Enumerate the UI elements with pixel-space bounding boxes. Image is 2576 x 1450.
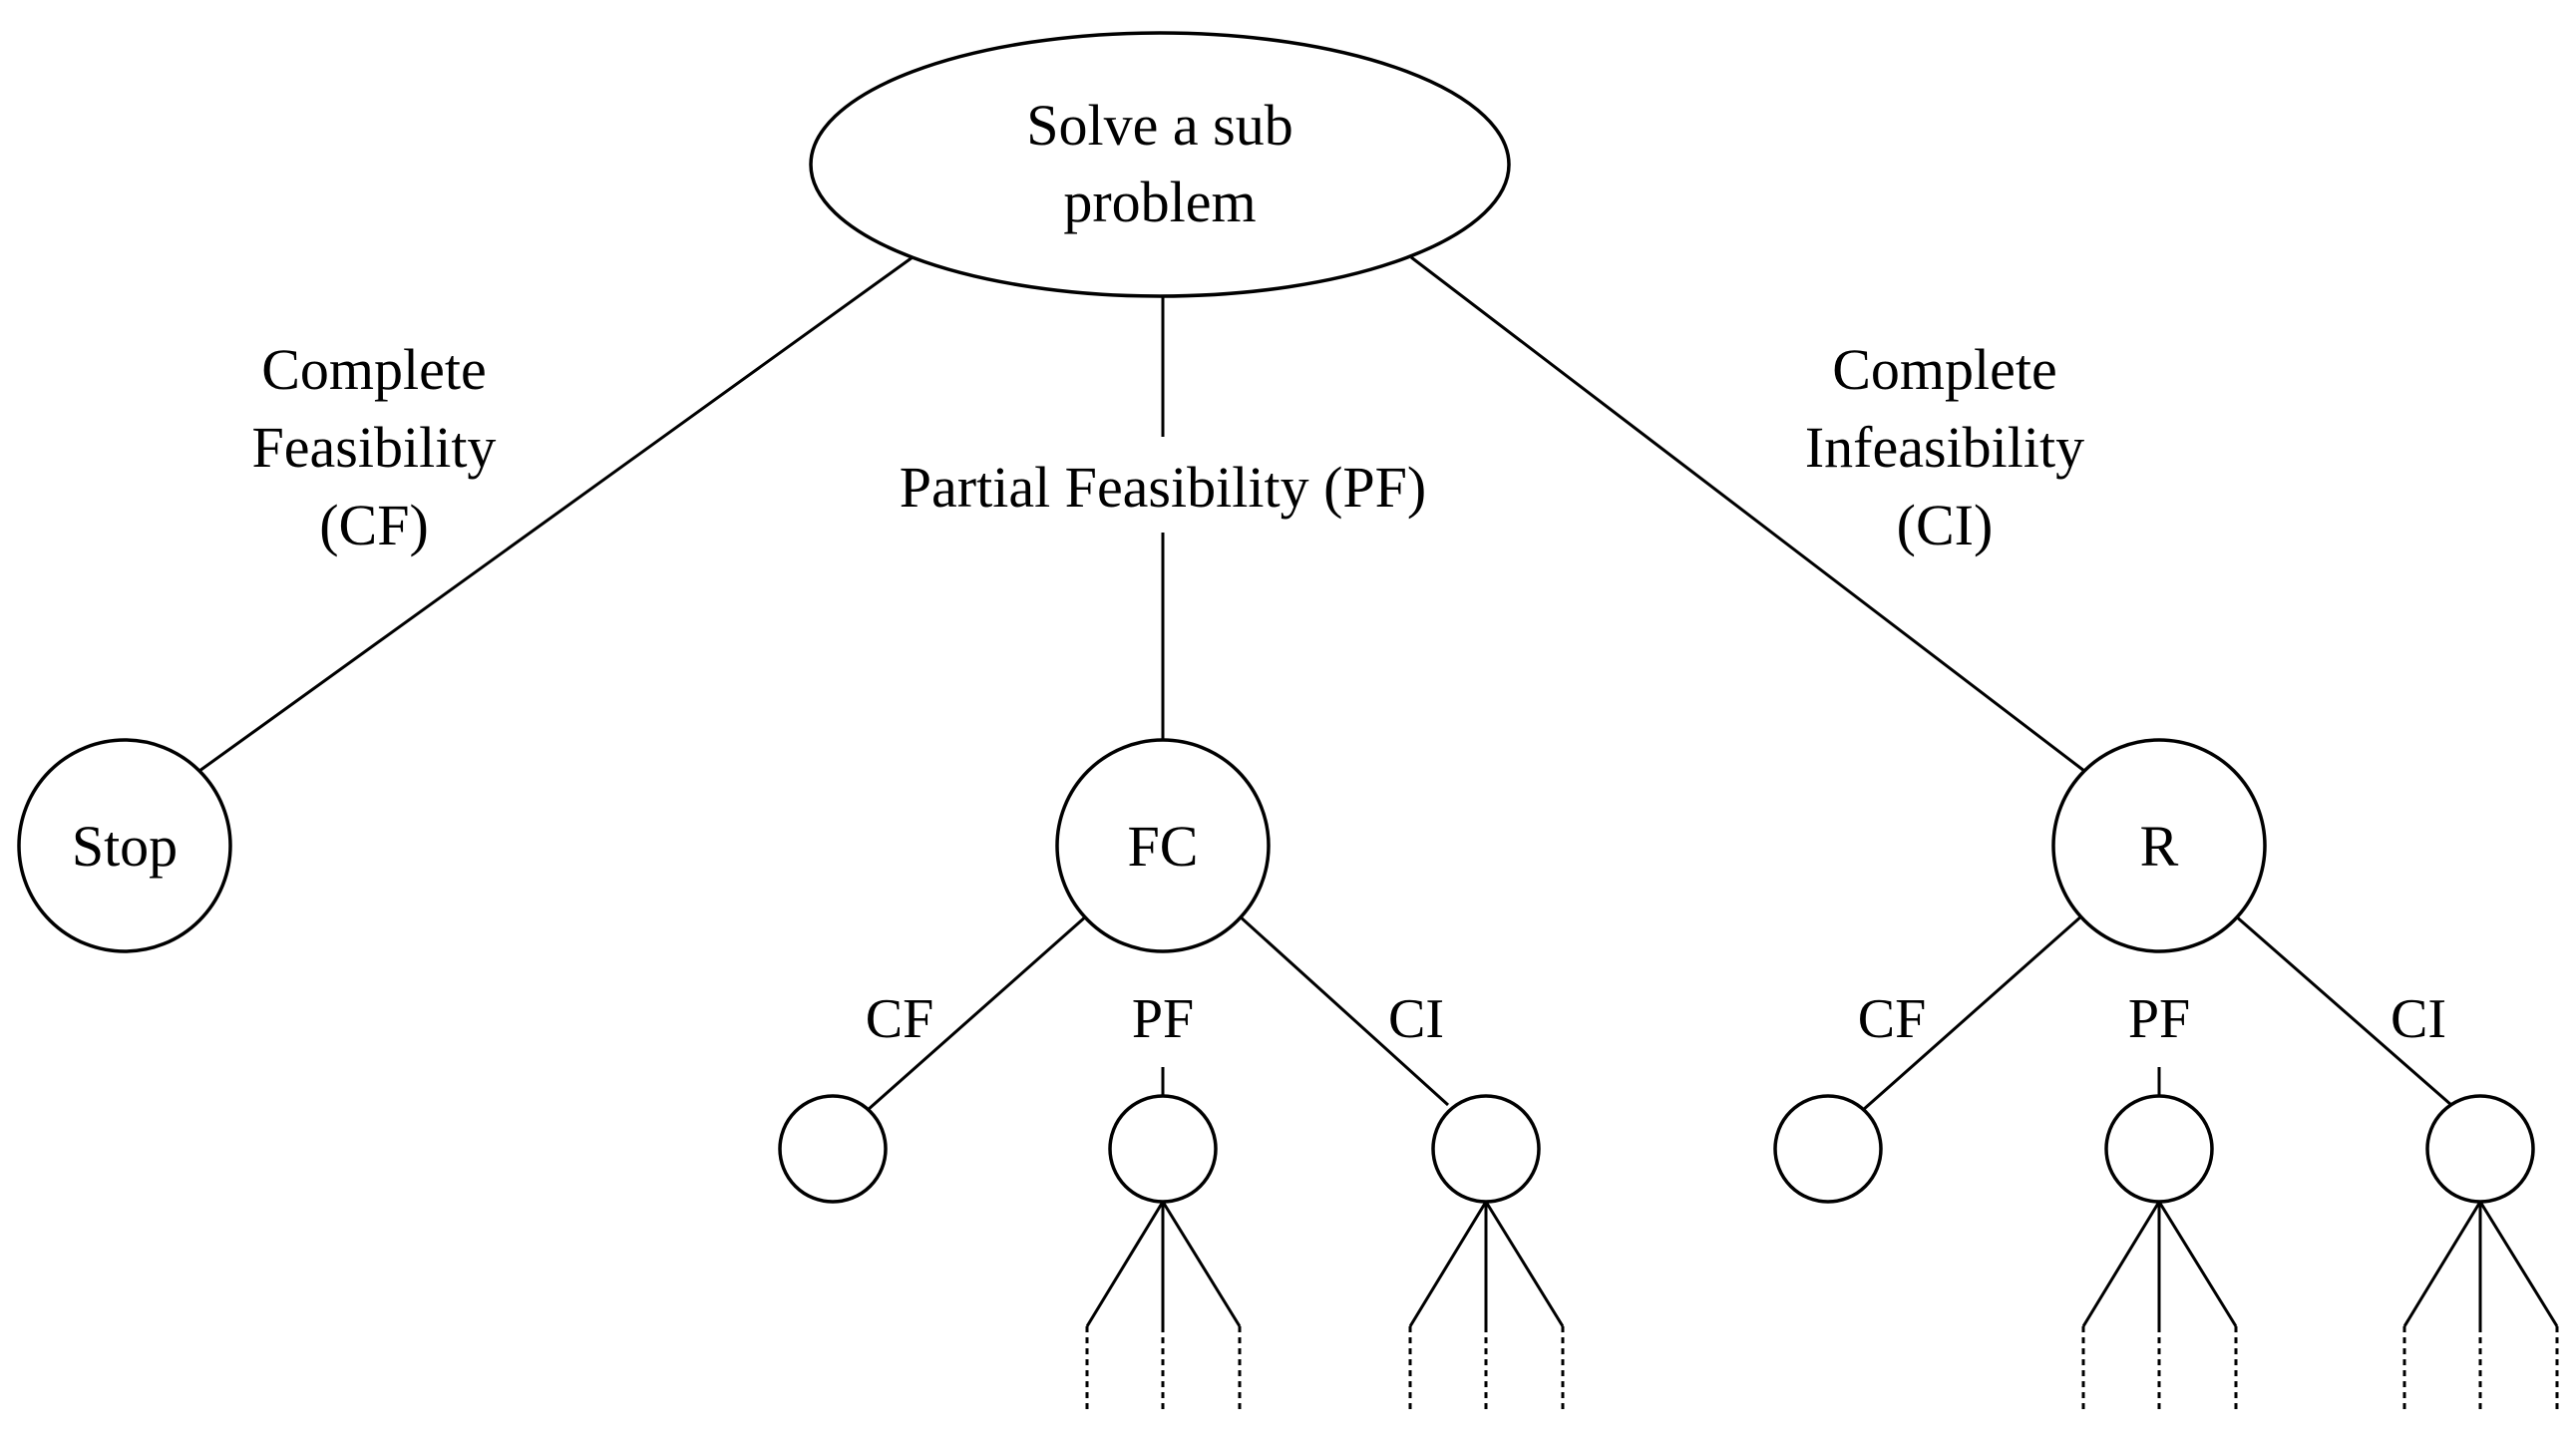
- root-label-line2: problem: [1063, 170, 1256, 234]
- r-node-label: R: [2140, 814, 2179, 879]
- fan-r-pf-child: [2081, 1201, 2238, 1411]
- edge-r-to-cf-child: [1862, 913, 2083, 1112]
- r-node: [2051, 738, 2267, 953]
- fc-pf-label: PF: [1132, 988, 1194, 1050]
- fan-r-ci-child: [2402, 1201, 2559, 1411]
- fc-pf-child-node: [1108, 1094, 1218, 1204]
- right-branch-label-line2: Infeasibility: [1805, 415, 2084, 480]
- stop-node: [17, 738, 232, 953]
- fc-ci-child-node: [1431, 1094, 1541, 1204]
- stop-node-label: Stop: [72, 814, 178, 879]
- edge-root-to-stop: [198, 255, 914, 773]
- root-node: [809, 31, 1511, 298]
- r-cf-child-node: [1773, 1094, 1883, 1204]
- right-branch-label-line3: (CI): [1897, 493, 1994, 557]
- edge-root-to-r: [1410, 255, 2085, 773]
- edge-fc-to-cf-child: [867, 913, 1088, 1112]
- fc-cf-label: CF: [866, 988, 934, 1050]
- r-ci-label: CI: [2391, 988, 2446, 1050]
- fc-ci-label: CI: [1388, 988, 1444, 1050]
- r-pf-label: PF: [2128, 988, 2190, 1050]
- edge-r-to-ci-child: [2234, 913, 2452, 1107]
- fc-cf-child-node: [778, 1094, 888, 1204]
- r-ci-child-node: [2425, 1094, 2535, 1204]
- root-label-line1: Solve a sub: [1026, 93, 1292, 158]
- left-branch-label-line2: Feasibility: [252, 415, 497, 480]
- fan-fc-ci-child: [1408, 1201, 1565, 1411]
- left-branch-label-line1: Complete: [261, 337, 487, 402]
- middle-branch-label: Partial Feasibility (PF): [900, 455, 1426, 520]
- fc-node-label: FC: [1128, 814, 1199, 879]
- right-branch-label-line1: Complete: [1832, 337, 2057, 402]
- r-cf-label: CF: [1858, 988, 1927, 1050]
- fan-fc-pf-child: [1085, 1201, 1242, 1411]
- r-pf-child-node: [2104, 1094, 2214, 1204]
- edge-fc-to-ci-child: [1237, 913, 1450, 1107]
- fc-node: [1055, 738, 1271, 953]
- left-branch-label-line3: (CF): [319, 493, 429, 557]
